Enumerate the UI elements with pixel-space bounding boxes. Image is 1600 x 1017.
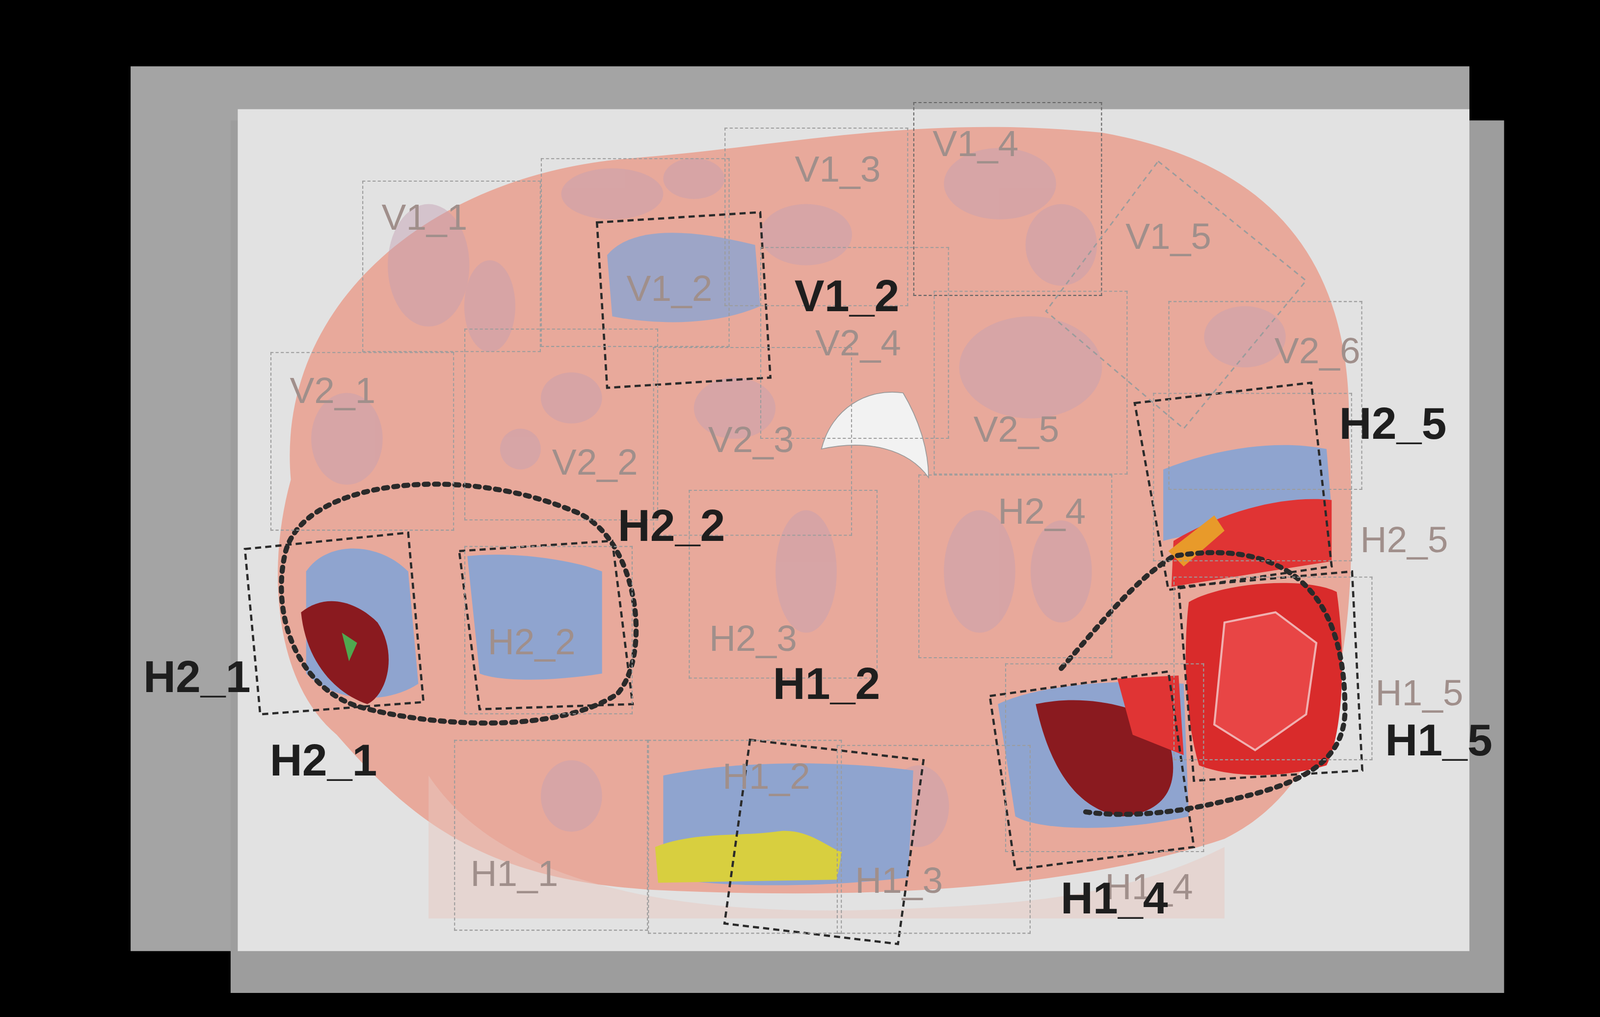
sample-name: H1_2 [773, 661, 881, 706]
region-label: V1_3 [795, 151, 881, 188]
region-label: V2_1 [289, 372, 376, 410]
region-label: V2_6 [1274, 332, 1361, 370]
sample-region: H2_2 [464, 545, 633, 715]
sample-name: H2_1 [269, 737, 378, 783]
sample-region: V2_2 [464, 328, 659, 521]
sample-region: V1_2 [540, 158, 730, 347]
sample-name: H2_5 [1339, 400, 1447, 446]
region-label: V2_5 [973, 411, 1060, 449]
region-label: H2_2 [487, 623, 576, 661]
sample-region: H1_5 [1173, 576, 1373, 761]
sample-region: V2_1 [270, 351, 454, 531]
region-label: V1_5 [1125, 218, 1212, 256]
region-label: V2_4 [815, 324, 902, 362]
sample-region: H1_3 [836, 745, 1031, 934]
sample-region: H1_4 [1005, 663, 1204, 853]
region-label: H1_3 [854, 862, 943, 900]
sample-region: H2_4 [918, 474, 1113, 659]
region-label: V1_4 [932, 125, 1019, 163]
region-label: V2_2 [552, 443, 639, 481]
sample-name: V1_2 [794, 273, 900, 319]
sample-name: H2_1 [143, 654, 251, 699]
sample-region: V2_6 [1168, 300, 1363, 490]
sample-region: H1_2 [647, 739, 842, 934]
sample-name: H1_4 [1060, 875, 1169, 921]
sample-region: V2_5 [933, 291, 1128, 475]
region-label: H2_5 [1360, 521, 1448, 559]
region-label: H2_3 [709, 620, 798, 658]
region-label: V1_2 [626, 270, 713, 308]
region-label: H2_4 [997, 492, 1086, 530]
sample-region: V1_4 [913, 102, 1103, 296]
region-label: V1_1 [381, 198, 468, 236]
region-label: V2_3 [708, 421, 795, 459]
region-label: H1_1 [470, 854, 559, 892]
sample-region: V1_5 [1040, 160, 1307, 429]
rotated-outline [1040, 160, 1307, 429]
sample-region: H2_5 [1152, 392, 1352, 561]
sample-region: V1_1 [362, 180, 541, 352]
region-label: H1_2 [722, 758, 811, 796]
region-label: H1_5 [1375, 674, 1464, 712]
sample-name: H1_5 [1385, 717, 1493, 763]
sample-region: H1_1 [453, 739, 648, 931]
sample-name: H2_2 [617, 503, 726, 548]
